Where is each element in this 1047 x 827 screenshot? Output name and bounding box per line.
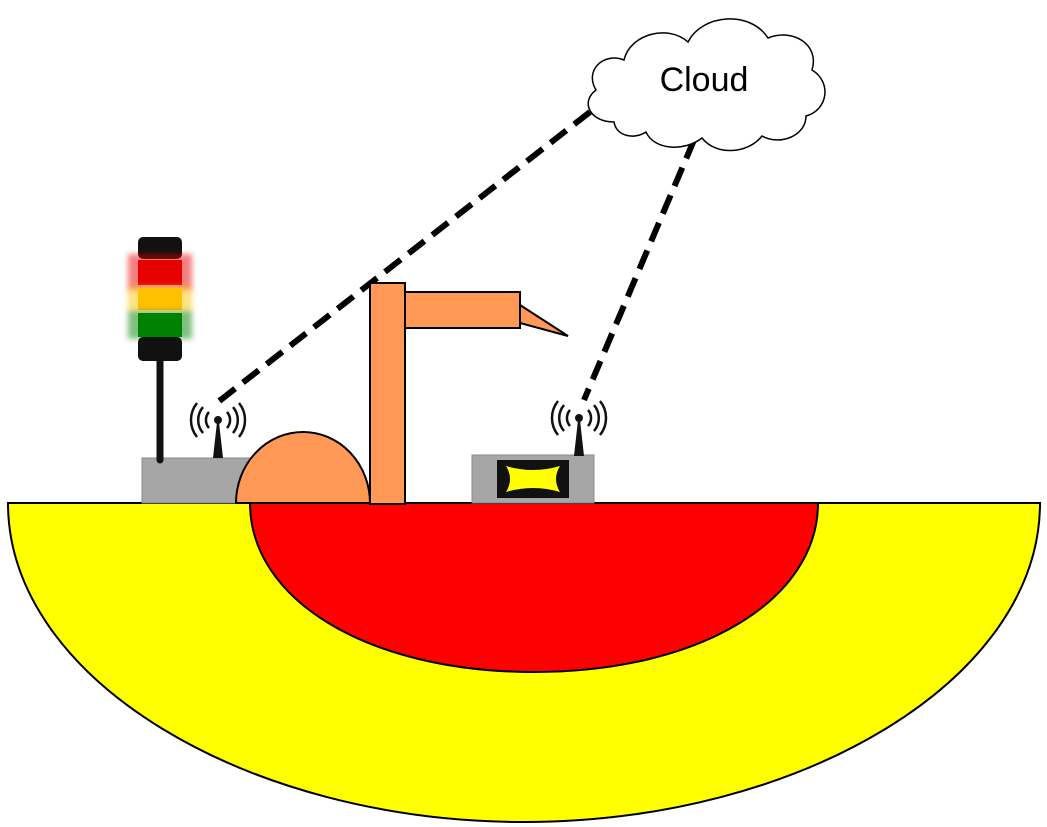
cloud-label: Cloud <box>660 61 749 99</box>
signal-tower-light-icon <box>128 237 192 361</box>
wireless-antenna-icon <box>189 402 247 458</box>
cloud-icon: Cloud <box>587 18 826 152</box>
robot-arm <box>404 291 521 329</box>
laser-scanner-icon <box>497 460 569 498</box>
cloud-link-right <box>581 138 697 402</box>
robot-base-dome <box>234 430 372 504</box>
wireless-antenna-icon <box>550 400 608 456</box>
robot-column <box>369 282 406 505</box>
cloud-link-left <box>216 109 592 405</box>
robot-gripper <box>519 303 569 337</box>
controller-base <box>141 457 251 504</box>
inner-danger-zone <box>248 502 820 674</box>
